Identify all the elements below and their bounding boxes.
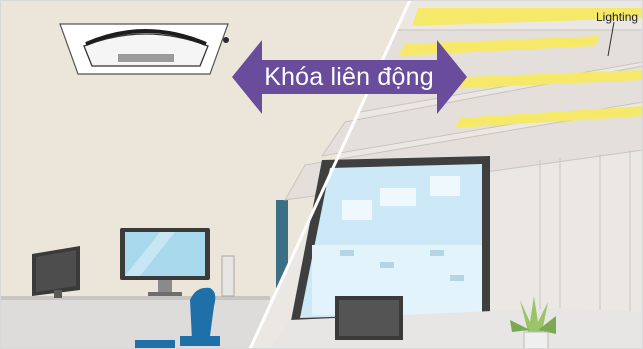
monitor-icon [335, 296, 403, 340]
air-conditioner-icon [60, 24, 229, 74]
interlock-label: Khóa liên động [236, 60, 462, 94]
lighting-label: Lighting [596, 10, 638, 24]
monitor-icon [32, 246, 80, 298]
